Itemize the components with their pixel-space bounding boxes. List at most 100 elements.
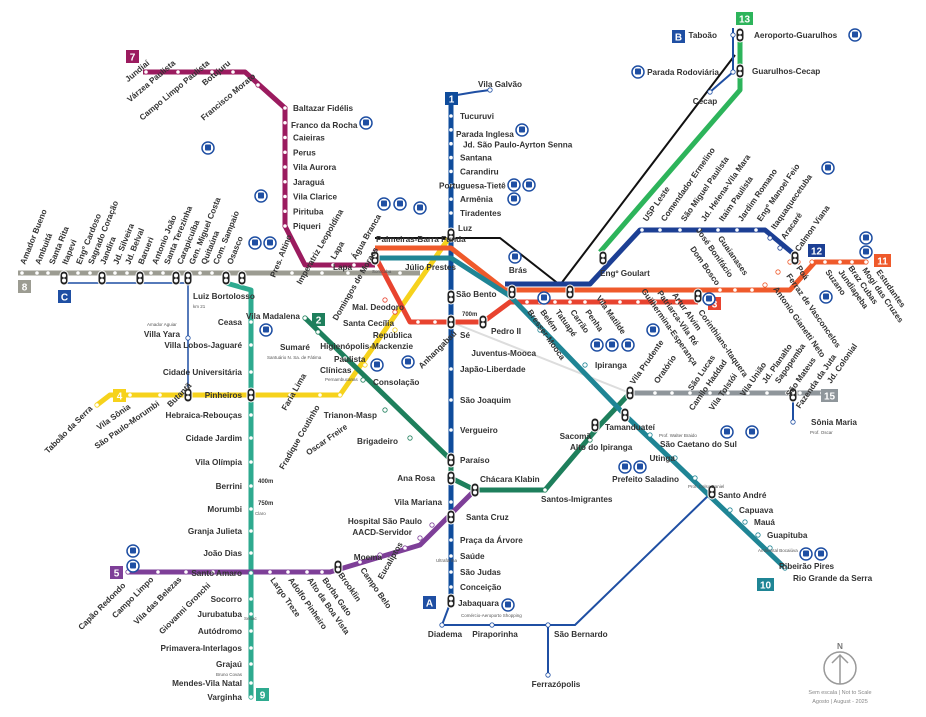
station-dot[interactable] <box>809 259 815 265</box>
station-dot[interactable] <box>248 628 254 634</box>
station-label[interactable]: São Bernardo <box>554 630 608 639</box>
station-dot[interactable] <box>397 270 403 276</box>
station-label[interactable]: Vergueiro <box>460 426 498 435</box>
station-dot[interactable] <box>392 327 398 333</box>
station-dot[interactable] <box>248 645 254 651</box>
station-dot[interactable] <box>777 245 783 251</box>
station-label[interactable]: Grajaú <box>216 660 242 669</box>
station-dot[interactable] <box>849 259 855 265</box>
station-dot[interactable] <box>745 390 751 396</box>
station-dot[interactable] <box>282 179 288 185</box>
line-9-badge[interactable] <box>256 688 269 701</box>
station-label[interactable]: Cecap <box>693 97 718 106</box>
station-label[interactable]: Fradique Coutinho <box>278 404 322 472</box>
station-label[interactable]: Ana Rosa <box>397 474 435 483</box>
station-dot[interactable] <box>567 299 573 305</box>
station-label[interactable]: Trianon-Masp <box>324 411 377 420</box>
station-dot[interactable] <box>448 537 454 543</box>
station-dot[interactable] <box>432 319 438 325</box>
station-dot[interactable] <box>767 545 773 551</box>
interchange-station[interactable] <box>446 314 456 330</box>
station-dot[interactable] <box>727 507 733 513</box>
interchange-station[interactable] <box>478 314 488 330</box>
station-dot[interactable] <box>209 270 215 276</box>
station-label[interactable]: Socorro <box>211 595 242 604</box>
station-label[interactable]: Prefeito Saladino <box>612 475 679 484</box>
station-dot[interactable] <box>755 532 761 538</box>
station-label[interactable]: Vila Olímpia <box>195 458 242 467</box>
station-dot[interactable] <box>402 545 408 551</box>
interchange-station[interactable] <box>183 270 193 286</box>
station-dot[interactable] <box>248 369 254 375</box>
station-dot[interactable] <box>282 193 288 200</box>
station-dot[interactable] <box>185 335 191 341</box>
station-dot[interactable] <box>749 287 755 293</box>
station-label[interactable]: Palmeiras-Barra Funda <box>376 235 466 244</box>
interchange-station[interactable] <box>333 559 343 575</box>
line-11-badge[interactable] <box>874 254 891 267</box>
station-label[interactable]: Sacomã <box>560 432 592 441</box>
station-dot[interactable] <box>19 270 25 276</box>
station-dot[interactable] <box>75 270 81 276</box>
interchange-station[interactable] <box>693 288 703 304</box>
interchange-station[interactable] <box>221 270 231 286</box>
interchange-station[interactable] <box>707 484 717 500</box>
station-label[interactable]: Tamanduateí <box>605 423 656 432</box>
station-dot[interactable] <box>248 483 254 489</box>
station-dot[interactable] <box>448 569 454 575</box>
line-5-badge[interactable] <box>110 566 123 579</box>
station-label[interactable]: São Bento <box>456 290 497 299</box>
station-dot[interactable] <box>319 569 325 575</box>
station-dot[interactable] <box>599 299 605 305</box>
station-label[interactable]: Lapa <box>329 240 347 261</box>
station-label[interactable]: AACD-Servidor <box>352 528 412 537</box>
station-dot[interactable] <box>647 432 653 438</box>
station-dot[interactable] <box>448 584 454 590</box>
station-dot[interactable] <box>692 475 698 481</box>
station-label[interactable]: Luiz Bortolosso <box>193 292 255 301</box>
station-dot[interactable] <box>732 287 738 293</box>
station-label[interactable]: Taboão <box>688 31 717 40</box>
station-dot[interactable] <box>725 390 731 396</box>
station-label[interactable]: Piraporinha <box>472 630 518 639</box>
interchange-station[interactable] <box>59 270 69 286</box>
station-dot[interactable] <box>674 299 680 305</box>
station-dot[interactable] <box>282 105 288 111</box>
station-label[interactable]: Conceição <box>460 583 501 592</box>
station-dot[interactable] <box>742 519 748 525</box>
line-7-badge[interactable] <box>126 50 139 63</box>
station-dot[interactable] <box>707 89 713 95</box>
station-dot[interactable] <box>448 113 454 119</box>
station-label[interactable]: Mal. Deodoro <box>352 303 404 312</box>
station-label[interactable]: Utinga <box>650 454 676 463</box>
station-dot[interactable] <box>448 168 454 175</box>
interchange-station[interactable] <box>590 417 600 433</box>
interchange-station[interactable] <box>625 385 635 401</box>
station-dot[interactable] <box>319 270 325 276</box>
station-label[interactable]: Vila Galvão <box>478 80 522 89</box>
station-dot[interactable] <box>697 227 703 233</box>
station-label[interactable]: Oratório <box>652 354 678 386</box>
station-dot[interactable] <box>337 392 343 398</box>
station-label[interactable]: Mauá <box>754 518 775 527</box>
station-dot[interactable] <box>657 227 663 233</box>
station-dot[interactable] <box>545 622 551 628</box>
station-dot[interactable] <box>87 270 93 276</box>
station-dot[interactable] <box>587 437 593 443</box>
line-4-badge[interactable] <box>113 389 126 402</box>
interchange-station[interactable] <box>470 482 480 498</box>
line-C-badge[interactable] <box>58 290 71 303</box>
station-dot[interactable] <box>782 565 788 571</box>
station-dot[interactable] <box>762 282 768 288</box>
station-label[interactable]: Campo Limpo Paulista <box>138 58 212 122</box>
station-dot[interactable] <box>248 506 254 512</box>
station-dot[interactable] <box>730 69 736 75</box>
station-label[interactable]: Vila Mariana <box>394 498 442 507</box>
station-label[interactable]: Faria Lima <box>280 372 308 412</box>
station-label[interactable]: João Dias <box>203 549 242 558</box>
station-dot[interactable] <box>734 227 740 233</box>
station-dot[interactable] <box>767 235 773 241</box>
station-label[interactable]: Sé <box>460 331 470 340</box>
station-dot[interactable] <box>863 259 869 265</box>
station-label[interactable]: Vila Aurora <box>293 163 337 172</box>
